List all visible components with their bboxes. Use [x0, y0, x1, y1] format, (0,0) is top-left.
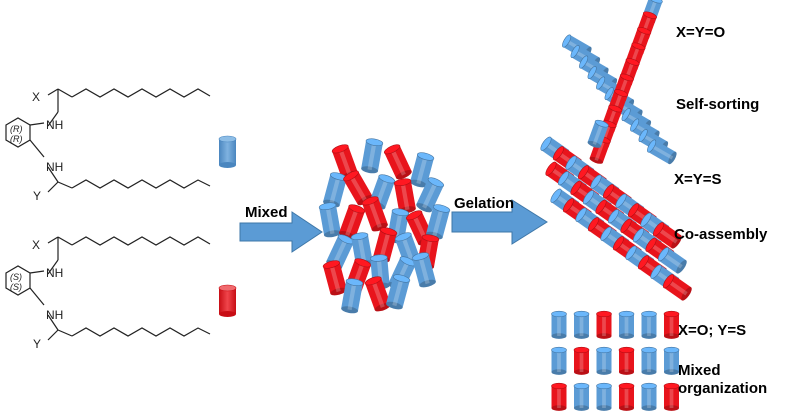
- pile-cylinder: [361, 138, 384, 174]
- gelation-arrow: Gelation: [451, 195, 548, 245]
- mixed-organization-cylinder: [663, 382, 680, 411]
- co-assembly-stacks: [540, 136, 692, 301]
- pile-cylinder: [341, 278, 364, 314]
- self-sorting-label: Self-sorting: [676, 96, 759, 113]
- pile-cylinder: [410, 152, 435, 188]
- mixed-organization-label: Mixed organization: [678, 362, 767, 397]
- self-sorting-blue-cylinder: [587, 119, 609, 148]
- mixed-organization-cylinder: [573, 382, 590, 411]
- condition-label-co-assembly: X=Y=S: [674, 171, 722, 188]
- mixed-organization-cylinder: [663, 310, 680, 339]
- self-sorting-assembly: [562, 0, 677, 165]
- atom-x-label: X: [32, 90, 40, 104]
- co-assembly-cylinder: [662, 274, 692, 301]
- mixed-cylinder-pile: [318, 138, 451, 314]
- mixed-arrow: Mixed: [239, 204, 323, 253]
- pile-cylinder: [339, 204, 366, 240]
- gelation-label: Gelation: [454, 195, 514, 212]
- pile-cylinder: [318, 202, 341, 238]
- stereo-label: (R): [10, 134, 23, 144]
- atom-y-label: Y: [33, 189, 41, 203]
- mixed-organization-cylinder: [641, 382, 657, 411]
- stereo-label: (S): [10, 272, 22, 282]
- mixed-organization-cylinder: [618, 310, 635, 339]
- pile-cylinder: [322, 260, 347, 296]
- atom-y-label: Y: [33, 337, 41, 351]
- mixed-organization-cylinder: [573, 310, 590, 339]
- mixed-organization-cylinder: [596, 310, 612, 339]
- pile-cylinder: [361, 196, 388, 232]
- co-assembly-cylinder: [652, 222, 682, 249]
- stereo-label: (R): [10, 124, 23, 134]
- mixed-organization-cylinder: [618, 346, 635, 375]
- nh-label: NH: [46, 308, 63, 322]
- mixed-organization-cylinder: [573, 346, 590, 375]
- molecule-ss: X NH (S) (S) NH Y: [5, 236, 211, 351]
- mixed-label: Mixed: [245, 204, 288, 221]
- self-sorting-blue-cylinder: [647, 139, 677, 165]
- nh-label: NH: [46, 118, 63, 132]
- pile-cylinder: [343, 170, 373, 206]
- mixed-organization-cylinder: [551, 382, 567, 411]
- condition-label-self-sorting: X=Y=O: [676, 24, 726, 41]
- mixed-organization-cylinder: [596, 382, 612, 411]
- co-assembly-cylinder: [657, 247, 687, 274]
- pile-cylinder: [426, 204, 451, 240]
- mixed-organization-rows: [551, 310, 680, 411]
- pile-cylinder: [383, 144, 412, 180]
- mixed-organization-cylinder: [551, 346, 567, 375]
- pile-cylinder: [411, 252, 436, 288]
- mixed-organization-cylinder: [551, 310, 567, 339]
- mixed-organization-cylinder: [663, 346, 680, 375]
- nh-label: NH: [46, 266, 63, 280]
- mixed-organization-cylinder: [641, 346, 657, 375]
- stereo-label: (S): [10, 282, 22, 292]
- nh-label: NH: [46, 160, 63, 174]
- condition-label-mixed-organization: X=O; Y=S: [678, 322, 746, 339]
- mixed-organization-cylinder: [618, 382, 635, 411]
- pile-cylinder: [386, 274, 411, 310]
- mixed-organization-cylinder: [596, 346, 612, 375]
- pile-cylinder: [416, 177, 445, 213]
- blue-cylinder-legend: [218, 135, 237, 168]
- molecule-rr: X NH (R) (R) NH Y: [5, 88, 211, 203]
- pile-cylinder: [393, 178, 416, 214]
- co-assembly-label: Co-assembly: [674, 226, 768, 243]
- atom-x-label: X: [32, 238, 40, 252]
- red-cylinder-legend: [218, 284, 237, 317]
- mixed-organization-cylinder: [641, 310, 657, 339]
